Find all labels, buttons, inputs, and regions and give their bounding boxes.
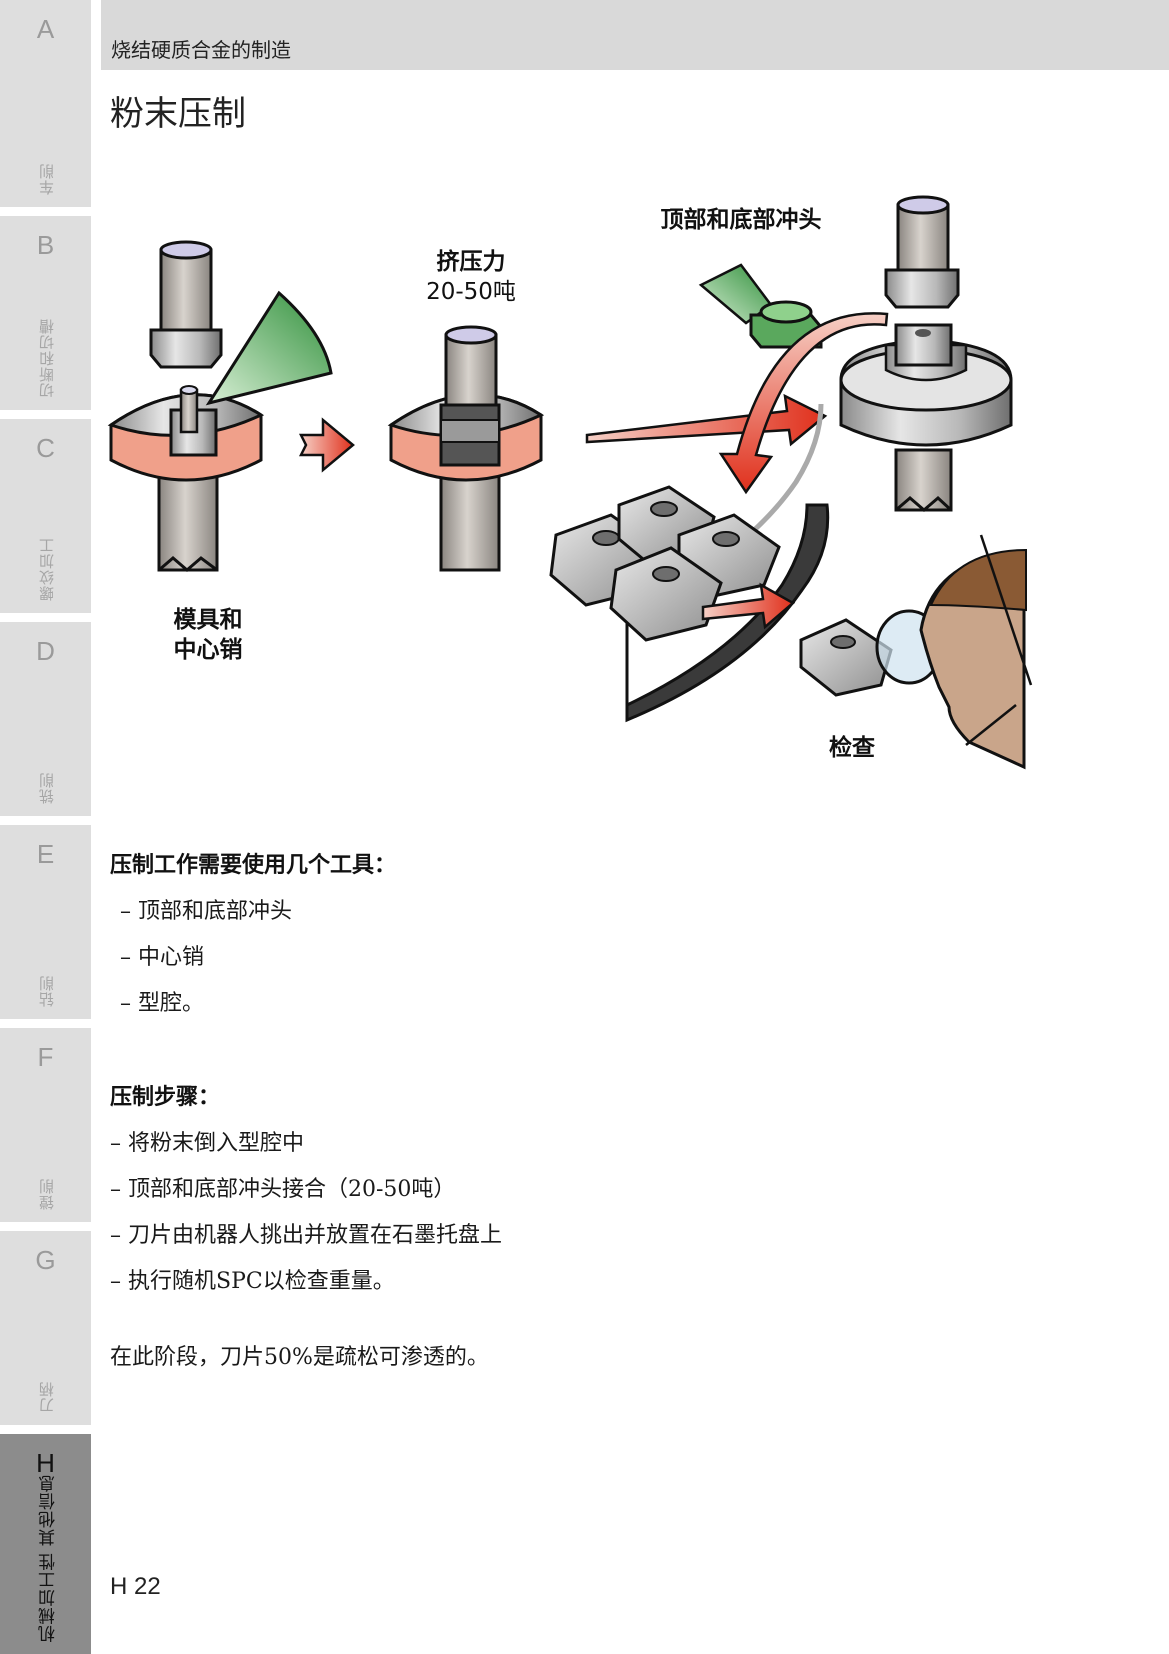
label-pressure-value: 20-50吨 <box>426 279 516 305</box>
tab-letter: B <box>36 230 55 260</box>
arrow-to-press <box>585 393 828 447</box>
pressing-illustration: 模具和 中心销 挤压力 20-50吨 顶部和底部冲头 检查 <box>101 195 1101 815</box>
page-number: H 22 <box>110 1573 161 1600</box>
steps-heading: 压制步骤： <box>110 1085 221 1110</box>
list-item: – 顶部和底部冲头 <box>120 899 292 924</box>
label-center-pin: 中心销 <box>173 637 243 663</box>
side-tab-c[interactable]: C 螺纹加工 <box>0 419 91 613</box>
note-text: 在此阶段，刀片50%是疏松可渗透的。 <box>110 1345 489 1370</box>
side-tab-b[interactable]: B 切断和切槽 <box>0 216 91 410</box>
tab-letter: H <box>36 1448 55 1478</box>
arrow-curve-down <box>718 312 889 495</box>
label-die: 模具和 <box>173 607 243 633</box>
list-item: – 顶部和底部冲头接合（20-50吨） <box>110 1177 456 1202</box>
side-tab-h[interactable]: H 机械加工性 其他信息 <box>0 1434 91 1654</box>
list-item: – 型腔。 <box>120 991 204 1016</box>
stage-punches <box>839 195 1013 512</box>
stage-die <box>107 240 333 572</box>
tab-letter: F <box>37 1042 54 1072</box>
tab-letter: D <box>36 636 55 666</box>
arrow-right-small <box>298 417 355 473</box>
tab-label: 切断和切槽 <box>38 318 56 398</box>
side-tab-g[interactable]: G 刀柄 <box>0 1231 91 1425</box>
side-tab-nav: A 车削 B 切断和切槽 C 螺纹加工 D 铣削 E 钻削 F 镗削 G 刀柄 … <box>0 0 91 1654</box>
stage-press <box>387 325 545 572</box>
list-item: – 执行随机SPC以检查重量。 <box>110 1269 395 1294</box>
tab-letter: C <box>36 433 55 463</box>
list-item: – 中心销 <box>120 945 204 970</box>
label-punches: 顶部和底部冲头 <box>660 207 822 233</box>
side-tab-e[interactable]: E 钻削 <box>0 825 91 1019</box>
inspection-scene <box>799 534 1033 770</box>
side-tab-f[interactable]: F 镗削 <box>0 1028 91 1222</box>
page-title: 粉末压制 <box>110 94 246 134</box>
tools-heading: 压制工作需要使用几个工具： <box>110 853 397 878</box>
tab-letter: E <box>36 839 55 869</box>
tab-label: 镗削 <box>38 1178 56 1210</box>
tab-label: 钻削 <box>38 975 56 1007</box>
tab-letter: A <box>36 14 55 44</box>
tab-label: 螺纹加工 <box>38 537 56 601</box>
tab-label: 车削 <box>38 163 56 195</box>
side-tab-a[interactable]: A 车削 <box>0 0 91 207</box>
tab-label: 铣削 <box>38 772 56 804</box>
graphite-tray <box>549 403 830 723</box>
label-pressure: 挤压力 <box>436 249 506 275</box>
list-item: – 刀片由机器人挑出并放置在石墨托盘上 <box>110 1223 502 1248</box>
tab-label: 机械加工性 其他信息 <box>39 1473 59 1642</box>
tab-label: 刀柄 <box>38 1381 56 1413</box>
side-tab-d[interactable]: D 铣削 <box>0 622 91 816</box>
list-item: – 将粉末倒入型腔中 <box>110 1131 304 1156</box>
header-title: 烧结硬质合金的制造 <box>111 38 291 62</box>
label-inspection: 检查 <box>829 735 875 761</box>
powder-shoe <box>698 263 823 349</box>
header-bar: 烧结硬质合金的制造 <box>101 0 1169 70</box>
tab-letter: G <box>35 1245 56 1275</box>
arrow-to-inspection <box>701 582 796 630</box>
pressing-diagram <box>107 195 1033 770</box>
